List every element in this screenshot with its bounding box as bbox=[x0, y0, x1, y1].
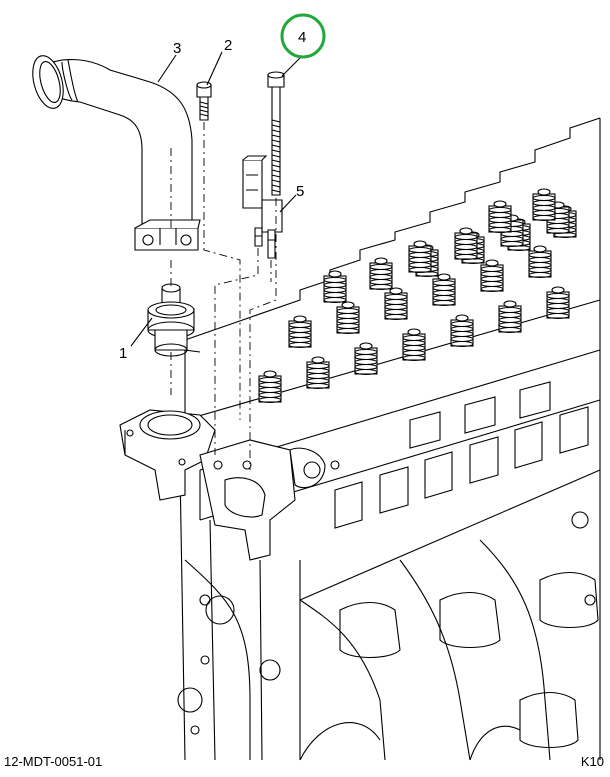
valve-spring bbox=[323, 270, 347, 304]
outlet-mount-pad bbox=[199, 439, 340, 561]
valve-spring bbox=[454, 227, 478, 261]
valve-spring bbox=[528, 245, 552, 279]
sheet-code: K10 bbox=[580, 754, 604, 769]
valve-spring bbox=[408, 240, 432, 274]
valve-spring bbox=[258, 370, 282, 404]
callout-1: 1 bbox=[119, 345, 127, 362]
valve-spring bbox=[336, 301, 360, 335]
callout-5: 5 bbox=[296, 183, 304, 200]
callout-4: 4 bbox=[298, 29, 306, 46]
bolt-part-2 bbox=[196, 81, 212, 121]
callout-2: 2 bbox=[224, 37, 232, 54]
valve-spring bbox=[532, 188, 556, 222]
valve-spring bbox=[498, 300, 522, 334]
water-outlet-elbow-part-3 bbox=[32, 55, 201, 251]
long-bolt-part-4 bbox=[267, 71, 285, 196]
highlight-ring bbox=[280, 13, 326, 59]
valve-spring bbox=[384, 287, 408, 321]
thermostat-housing bbox=[119, 409, 216, 501]
valve-spring bbox=[432, 273, 456, 307]
valve-spring bbox=[450, 314, 474, 348]
valve-spring bbox=[546, 201, 570, 235]
bracket-part-5 bbox=[242, 155, 283, 259]
assembly-centerlines bbox=[170, 122, 277, 470]
valve-springs bbox=[258, 188, 577, 404]
callout-3: 3 bbox=[173, 40, 181, 57]
valve-spring bbox=[369, 257, 393, 291]
callout-leaders bbox=[130, 51, 301, 347]
engine-block bbox=[177, 469, 601, 761]
valve-spring bbox=[546, 286, 570, 320]
document-id: 12-MDT-0051-01 bbox=[4, 754, 103, 769]
valve-spring bbox=[480, 259, 504, 293]
valve-spring bbox=[306, 356, 330, 390]
valve-spring bbox=[402, 328, 426, 362]
valve-spring bbox=[354, 342, 378, 376]
thermostat-part-1 bbox=[147, 283, 195, 357]
valve-spring bbox=[288, 315, 312, 349]
valve-spring bbox=[488, 200, 512, 234]
